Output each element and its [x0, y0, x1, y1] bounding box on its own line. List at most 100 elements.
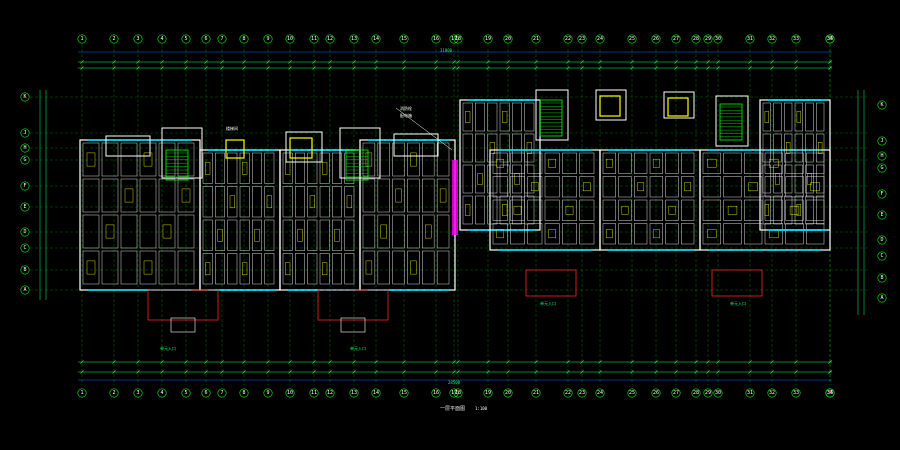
dimension-tick — [770, 66, 774, 70]
room — [806, 152, 825, 174]
axis-label-bottom: 9 — [266, 390, 269, 396]
axis-bubble-left — [20, 92, 30, 102]
room — [723, 176, 742, 198]
furniture — [502, 204, 508, 216]
room — [475, 133, 485, 163]
room — [295, 219, 305, 251]
furniture — [748, 182, 758, 192]
room — [681, 199, 695, 221]
dimension-tick — [506, 66, 510, 70]
room — [499, 133, 510, 163]
axis-bubble-bottom — [285, 388, 295, 398]
axis-label-bottom: 8 — [242, 390, 245, 396]
axis-bubble-top — [309, 34, 319, 44]
room — [487, 164, 498, 194]
room — [744, 176, 763, 198]
dimension-tick — [828, 66, 832, 70]
furniture — [242, 161, 248, 175]
room — [158, 142, 176, 177]
axis-bubble-bottom — [825, 388, 835, 398]
room — [227, 219, 238, 251]
room — [527, 223, 543, 245]
furniture — [425, 224, 432, 239]
entry-canopy — [711, 269, 763, 297]
axis-bubble-right — [877, 293, 887, 303]
room — [784, 195, 793, 225]
axis-bubble-right — [877, 163, 887, 173]
axis-label-top: 27 — [673, 36, 679, 42]
furniture — [162, 224, 172, 239]
axis-label-bottom: 34 — [827, 390, 833, 396]
room — [436, 214, 450, 249]
room — [227, 253, 238, 285]
room — [805, 164, 814, 194]
room — [475, 195, 485, 225]
entry-steps — [340, 317, 366, 333]
axis-label-top: 29 — [705, 36, 711, 42]
stair — [719, 103, 743, 141]
room — [475, 102, 485, 132]
room — [82, 250, 100, 285]
room — [407, 214, 420, 249]
room — [227, 186, 238, 218]
room — [377, 214, 390, 249]
drawing-title: 一层平面图 — [440, 406, 465, 412]
room — [282, 152, 293, 184]
room — [252, 219, 262, 251]
room — [332, 219, 342, 251]
dim-total-right: 28500 — [448, 380, 461, 385]
room — [239, 219, 250, 251]
axis-label-top: 28 — [693, 36, 699, 42]
room — [319, 219, 330, 251]
axis-label-top: 16 — [433, 36, 439, 42]
furniture — [727, 205, 738, 215]
room — [499, 102, 510, 132]
room — [794, 133, 803, 163]
dimension-tick — [242, 66, 246, 70]
axis-bubble-right — [877, 189, 887, 199]
furniture — [652, 158, 660, 168]
room — [665, 152, 679, 174]
axis-bubble-top — [671, 34, 681, 44]
axis-bubble-bottom — [201, 388, 211, 398]
room — [562, 199, 577, 221]
axis-bubble-left — [20, 285, 30, 295]
room — [512, 164, 522, 194]
stair — [345, 149, 369, 181]
room — [634, 223, 648, 245]
axis-bubble-bottom — [453, 388, 463, 398]
axis-label-top: 2 — [112, 36, 115, 42]
room — [264, 253, 275, 285]
furniture — [637, 182, 645, 192]
callout-2: 配电箱 — [400, 112, 412, 118]
furniture — [668, 205, 676, 215]
furniture — [410, 152, 417, 167]
axis-bubble-top — [791, 34, 801, 44]
furniture — [143, 260, 153, 275]
axis-bubble-top — [349, 34, 359, 44]
axis-bubble-bottom — [325, 388, 335, 398]
room — [618, 199, 632, 221]
furniture — [297, 228, 303, 242]
axis-bubble-bottom — [703, 388, 713, 398]
room — [319, 152, 330, 184]
axis-bubble-top — [201, 34, 211, 44]
axis-label-bottom: 35 — [827, 390, 833, 396]
room — [512, 133, 522, 163]
axis-label-top: 31 — [747, 36, 753, 42]
core-block — [393, 133, 439, 157]
dimension-tick — [112, 66, 116, 70]
axis-label-bottom: 33 — [793, 390, 799, 396]
axis-label-bottom: 3 — [136, 390, 139, 396]
axis-bubble-top — [431, 34, 441, 44]
room — [649, 223, 663, 245]
axis-label-right: C — [880, 253, 883, 259]
dimension-tick — [328, 66, 332, 70]
core-block — [285, 131, 323, 163]
room — [392, 178, 405, 213]
room — [618, 176, 632, 198]
room — [723, 152, 742, 174]
building-block-left — [79, 127, 456, 333]
furniture — [334, 228, 340, 242]
room — [527, 199, 543, 221]
